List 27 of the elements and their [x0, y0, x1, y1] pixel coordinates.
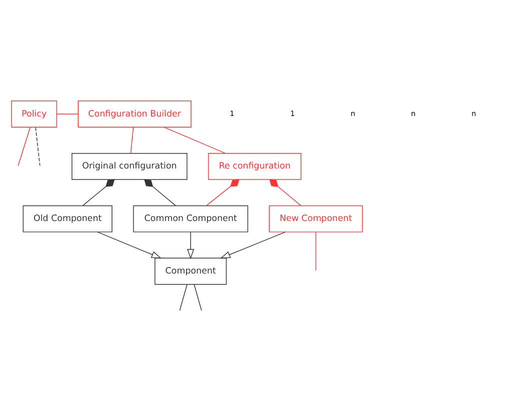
connector — [194, 284, 202, 311]
connector — [18, 126, 31, 166]
arrow — [220, 232, 286, 259]
label: n — [411, 108, 416, 118]
node-box: Configuration Builder — [78, 100, 192, 128]
label: n — [350, 108, 356, 118]
label: n — [471, 108, 476, 118]
node-box: Original configuration — [72, 152, 188, 180]
connector — [269, 179, 302, 206]
node-box: New Component — [268, 205, 363, 232]
node-box: Re configuration — [208, 152, 302, 180]
node-box: Old Component — [22, 205, 112, 232]
connector — [206, 179, 240, 206]
node-box: Common Component — [133, 205, 248, 232]
connector — [82, 179, 115, 206]
arrow — [97, 232, 162, 259]
connector — [35, 126, 40, 166]
connector — [315, 232, 316, 271]
node-box: Policy — [11, 100, 58, 128]
label: 1 — [230, 108, 234, 118]
connector — [179, 284, 188, 311]
arrow — [187, 232, 194, 260]
node-box: Component — [154, 258, 227, 285]
connector — [144, 179, 176, 206]
connector — [130, 126, 134, 154]
label: 1 — [290, 108, 295, 118]
connector — [164, 126, 226, 154]
